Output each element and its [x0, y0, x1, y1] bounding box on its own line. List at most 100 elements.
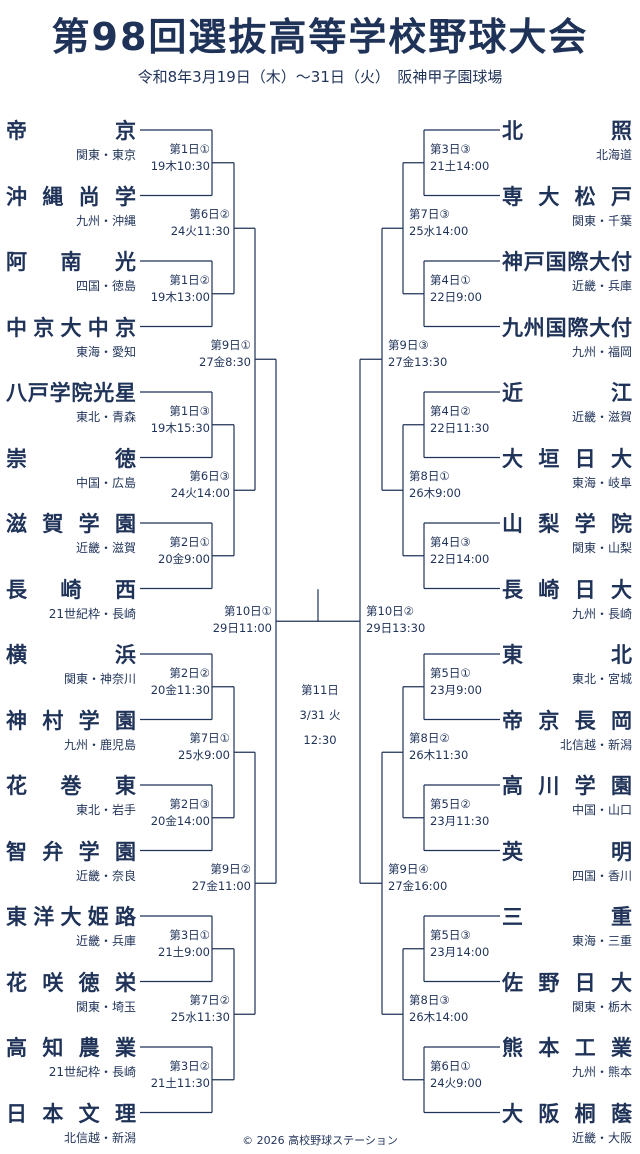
game-time: 27金11:00 [191, 879, 251, 894]
game-number: 第7日② [189, 993, 230, 1008]
game-time: 27金13:30 [388, 355, 448, 370]
right-team-entry: 神戸国際大付近畿・兵庫 [502, 247, 632, 295]
game-number: 第10日② [366, 604, 414, 619]
game-time: 24火9:00 [430, 1075, 482, 1090]
right-team-entry: 帝京長岡北信越・新潟 [502, 706, 632, 754]
game-time: 25水11:30 [170, 1010, 230, 1025]
team-region: 東海・岐阜 [571, 475, 632, 490]
game-number: 第9日③ [388, 338, 429, 353]
game-time: 21土11:30 [150, 1075, 210, 1090]
final-game-info: 第11日 3/31 火 12:30 [282, 682, 358, 757]
left-team-entry: 神村学園九州・鹿児島 [6, 706, 136, 754]
game-time: 19木10:30 [150, 158, 210, 173]
game-time: 24火11:30 [170, 224, 230, 239]
game-schedule-label: 第9日① 27金8:30 [199, 337, 251, 371]
right-team-entry: 三重東海・三重 [502, 902, 632, 950]
team-region: 北信越・新潟 [63, 1130, 136, 1145]
team-name: 帝京 [6, 119, 136, 143]
game-schedule-label: 第3日② 21土11:30 [151, 1058, 210, 1092]
team-region: 近畿・滋賀 [75, 541, 136, 555]
team-region: 東北・青森 [75, 410, 136, 424]
game-number: 第8日① [409, 469, 450, 484]
game-time: 26木14:00 [409, 1010, 469, 1025]
team-region: 四国・香川 [571, 868, 632, 883]
left-team-entry: 帝京関東・東京 [6, 116, 136, 164]
right-team-entry: 近江近畿・滋賀 [502, 378, 632, 426]
team-name: 中京大中京 [6, 315, 136, 340]
right-team-entry: 専大松戸関東・千葉 [502, 182, 632, 230]
game-schedule-label: 第10日② 29日13:30 [366, 603, 425, 637]
right-team-entry: 英明四国・香川 [502, 837, 632, 885]
team-region: 関東・埼玉 [75, 999, 136, 1014]
team-region: 関東・神奈川 [63, 672, 136, 686]
game-time: 22日14:00 [430, 551, 490, 566]
team-region: 中国・広島 [75, 475, 136, 490]
copyright-footer: © 2026 高校野球ステーション [242, 1134, 398, 1147]
game-time: 27金8:30 [199, 355, 251, 370]
left-team-entry: 智弁学園近畿・奈良 [6, 837, 136, 885]
game-time: 29日13:30 [366, 621, 426, 636]
game-schedule-label: 第6日① 24火9:00 [430, 1058, 482, 1092]
right-team-entry: 北照北海道 [502, 116, 632, 164]
team-region: 関東・山梨 [571, 541, 632, 555]
left-team-entry: 日本文理北信越・新潟 [6, 1099, 136, 1147]
game-time: 20金14:00 [150, 813, 210, 828]
team-region: 近畿・滋賀 [571, 410, 632, 424]
team-name: 佐野日大 [502, 970, 632, 995]
game-number: 第3日② [169, 1058, 210, 1073]
team-name: 長崎日大 [502, 577, 632, 602]
game-number: 第6日② [189, 207, 230, 222]
game-number: 第4日① [430, 272, 471, 287]
game-number: 第3日① [169, 927, 210, 942]
game-number: 第9日① [210, 338, 251, 353]
game-schedule-label: 第4日① 22日9:00 [430, 272, 482, 306]
game-time: 21土9:00 [158, 944, 210, 959]
left-team-entry: 阿南光四国・徳島 [6, 247, 136, 295]
right-team-entry: 大垣日大東海・岐阜 [502, 444, 632, 492]
game-number: 第1日③ [169, 403, 210, 418]
game-time: 21土14:00 [430, 158, 490, 173]
final-time: 12:30 [303, 733, 337, 747]
game-number: 第4日③ [430, 534, 471, 549]
team-name: 横浜 [6, 643, 136, 667]
team-name: 北照 [502, 119, 632, 143]
team-name: 熊本工業 [502, 1036, 632, 1060]
game-number: 第1日① [169, 141, 210, 156]
game-time: 23月9:00 [430, 682, 482, 697]
page-title: 第98回選抜高等学校野球大会 [51, 15, 589, 59]
game-time: 19木15:30 [150, 420, 210, 435]
team-name: 近江 [502, 381, 632, 405]
right-team-entry: 佐野日大関東・栃木 [502, 968, 632, 1016]
team-name: 沖縄尚学 [6, 184, 136, 209]
game-number: 第6日① [430, 1058, 471, 1073]
team-name: 崇徳 [6, 446, 136, 471]
game-time: 20金11:30 [150, 682, 210, 697]
team-name: 帝京長岡 [502, 708, 632, 733]
game-schedule-label: 第8日③ 26木14:00 [409, 992, 468, 1026]
team-name: 東北 [502, 643, 632, 667]
game-time: 22日11:30 [430, 420, 490, 435]
team-name: 日本文理 [6, 1101, 136, 1126]
game-number: 第5日③ [430, 927, 471, 942]
left-team-entry: 中京大中京東海・愛知 [6, 313, 136, 361]
game-schedule-label: 第7日② 25水11:30 [171, 992, 230, 1026]
game-number: 第5日② [430, 796, 471, 811]
game-time: 24火14:00 [170, 486, 230, 501]
game-time: 22日9:00 [430, 289, 482, 304]
game-number: 第8日③ [409, 993, 450, 1008]
team-region: 北信越・新潟 [559, 737, 632, 752]
team-name: 英明 [502, 839, 632, 864]
team-region: 九州・沖縄 [75, 213, 136, 228]
team-name: 神戸国際大付 [502, 250, 632, 274]
